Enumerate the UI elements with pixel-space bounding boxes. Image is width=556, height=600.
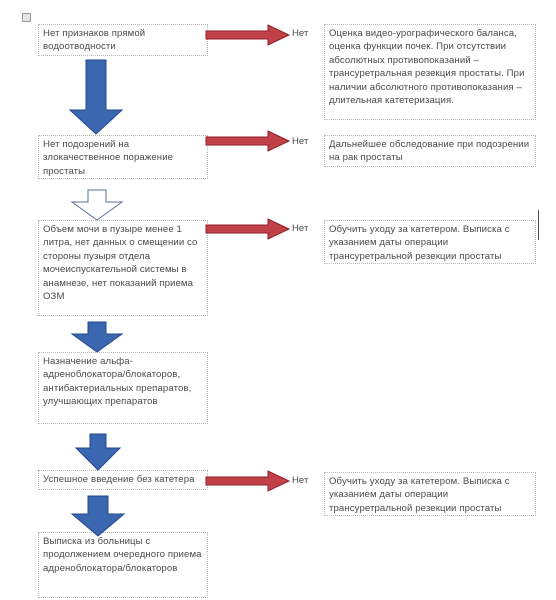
outcome-box-1: Оценка видео-урографического баланса, оц… [324,24,536,120]
step-text-5: Успешное введение без катетера [43,474,195,485]
outcome-box-3: Обучить уходу за катетером. Выписка с ук… [324,220,536,264]
outcome-box-4: Обучить уходу за катетером. Выписка с ук… [324,472,536,516]
margin-rule [538,210,539,240]
outcome-text-2: Дальнейшее обследование при подозрении н… [329,139,530,164]
down-arrow-1 [68,59,124,135]
outcome-text-4: Обучить уходу за катетером. Выписка с ук… [329,476,510,514]
outcome-box-2: Дальнейшее обследование при подозрении н… [324,135,536,167]
step-box-5: Успешное введение без катетера [38,470,208,490]
step-text-4: Назначение альфа-адреноблокатора/блокато… [43,356,192,408]
step-text-3: Объем мочи в пузыре менее 1 литра, нет д… [43,224,198,303]
right-arrow-3 [205,218,291,240]
right-arrow-4 [205,470,291,492]
right-arrow-2 [205,130,291,152]
step-box-3: Объем мочи в пузыре менее 1 литра, нет д… [38,220,208,316]
down-arrow-3 [70,321,124,353]
no-label-3: Нет [292,223,309,234]
down-arrow-4 [74,433,122,471]
step-box-6: Выписка из больницы с продолжением очере… [38,532,208,598]
no-label-1: Нет [292,28,309,39]
down-arrow-5 [70,495,126,537]
no-label-4: Нет [292,475,309,486]
step-text-2: Нет подозрений на злокачественное пораже… [43,139,174,177]
outcome-text-3: Обучить уходу за катетером. Выписка с ук… [329,224,510,262]
document-marker-icon [22,13,31,22]
step-text-6: Выписка из больницы с продолжением очере… [43,536,202,574]
step-text-1: Нет признаков прямой водоотводности [43,28,146,53]
outcome-text-1: Оценка видео-урографического баланса, оц… [329,28,525,107]
step-box-2: Нет подозрений на злокачественное пораже… [38,135,208,179]
step-box-1: Нет признаков прямой водоотводности [38,24,208,56]
right-arrow-1 [205,24,291,46]
no-label-2: Нет [292,136,309,147]
step-box-4: Назначение альфа-адреноблокатора/блокато… [38,352,208,424]
down-arrow-2 [70,189,124,221]
